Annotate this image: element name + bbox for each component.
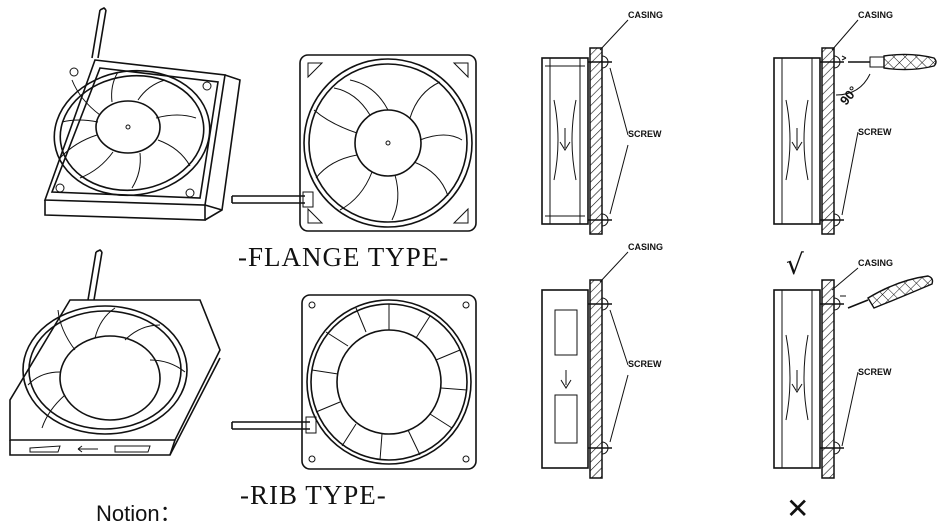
casing-label-2: CASING [628,242,663,252]
casing-label-4: CASING [858,258,893,268]
rib-type-label: -RIB TYPE- [240,480,387,510]
flange-fan-isometric [43,7,241,221]
correct-check-icon: √ [786,248,804,281]
screw-label-3: SCREW [858,127,892,137]
rib-fan-front [231,294,477,470]
flange-type-label: -FLANGE TYPE- [238,242,449,272]
side-view-correct [773,19,937,235]
angle-label: 90° [837,83,861,108]
screwdriver [848,53,937,71]
casing-label-3: CASING [858,10,893,20]
screw-label-4: SCREW [858,367,892,377]
side-view-flange [541,19,629,235]
fan-wires [91,7,107,59]
side-view-wrong [773,267,934,479]
wrong-cross-icon: ✕ [786,492,809,525]
casing-label-1: CASING [628,10,663,20]
rib-fan-isometric [9,249,221,456]
screw-label-2: SCREW [628,359,662,369]
screw-label-1: SCREW [628,129,662,139]
screwdriver [847,275,934,309]
notion-label: Notion： [96,501,182,526]
fan-wires [231,416,317,434]
fan-wires [231,191,314,208]
fan-wires [87,249,103,301]
flange-fan-front [231,54,477,232]
side-view-rib [541,251,629,479]
